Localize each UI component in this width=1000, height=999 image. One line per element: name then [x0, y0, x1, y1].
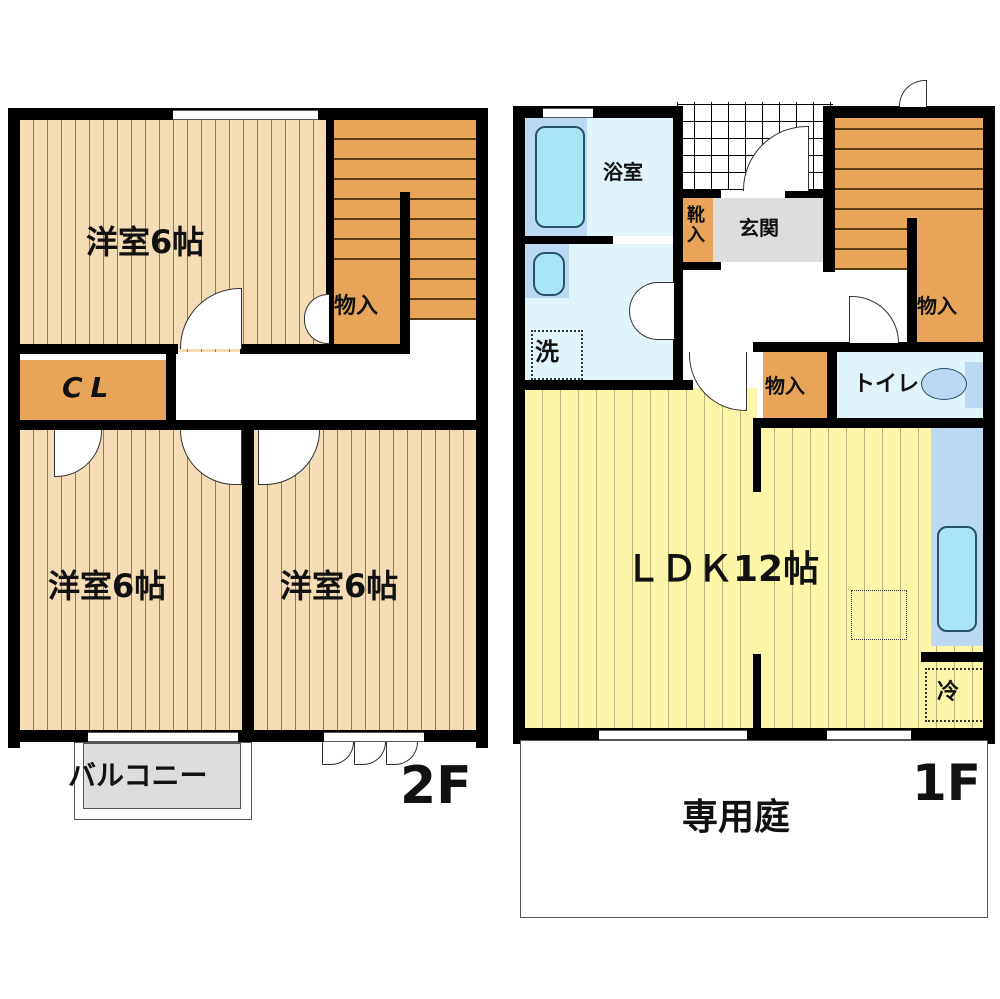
wash-basin — [533, 252, 565, 296]
window-ldk-right — [827, 730, 911, 740]
toilet-bowl — [921, 368, 967, 400]
western-room-bottom-left — [20, 430, 242, 730]
storage-2f — [332, 268, 400, 344]
window-bathroom — [543, 108, 593, 118]
floor-1f-plan: 浴室 洗 靴入 玄関 物入 物入 トイレ ＬＤＫ12帖 冷 — [513, 80, 995, 744]
floor-2f-plan: 洋室6帖 物入 CL 洋室6帖 洋室6帖 — [8, 108, 488, 748]
bathtub — [535, 126, 585, 228]
western-room-bottom-right — [254, 430, 476, 730]
storage-middle — [763, 352, 827, 418]
label-private-garden: 専用庭 — [682, 797, 791, 838]
label-bathroom: 浴室 — [603, 160, 643, 184]
back-door[interactable] — [899, 80, 927, 107]
window-top — [173, 110, 318, 120]
entrance-genkan — [713, 198, 825, 262]
balcony — [74, 742, 252, 820]
label-western-bottom-right: 洋室6帖 — [280, 567, 399, 605]
label-toilet: トイレ — [853, 372, 920, 397]
hallway-2f — [174, 352, 476, 422]
folding-doors-2f — [322, 742, 418, 765]
label-storage-middle: 物入 — [765, 374, 805, 398]
label-entrance: 玄関 — [739, 216, 779, 240]
floor-label-2f: 2F — [400, 756, 472, 816]
stair-landing-2f — [408, 320, 476, 360]
label-closet: CL — [62, 371, 117, 404]
private-garden — [520, 740, 988, 918]
western-room-top — [20, 120, 326, 352]
label-balcony: バルコニー — [68, 759, 208, 792]
label-fridge: 冷 — [937, 680, 960, 705]
storage-stairs — [915, 218, 983, 342]
shoe-storage — [683, 198, 713, 262]
ldk — [525, 388, 757, 728]
closet-cl — [20, 360, 168, 420]
label-storage-2f: 物入 — [334, 294, 379, 319]
kitchen-sink — [937, 526, 977, 632]
label-washroom: 洗 — [535, 338, 559, 366]
window-balcony — [88, 732, 238, 742]
label-storage-stairs: 物入 — [917, 294, 957, 318]
stove-space — [851, 590, 907, 640]
window-ldk-left — [599, 730, 747, 740]
floor-label-1f: 1F — [912, 754, 981, 812]
label-western-bottom-left: 洋室6帖 — [48, 567, 167, 605]
label-shoe-storage: 靴入 — [687, 205, 705, 246]
label-ldk: ＬＤＫ12帖 — [625, 549, 820, 590]
washing-machine-space — [531, 330, 583, 380]
label-western-top: 洋室6帖 — [86, 223, 205, 261]
washroom-door[interactable] — [629, 282, 674, 340]
door-opening-bottom — [324, 732, 424, 742]
